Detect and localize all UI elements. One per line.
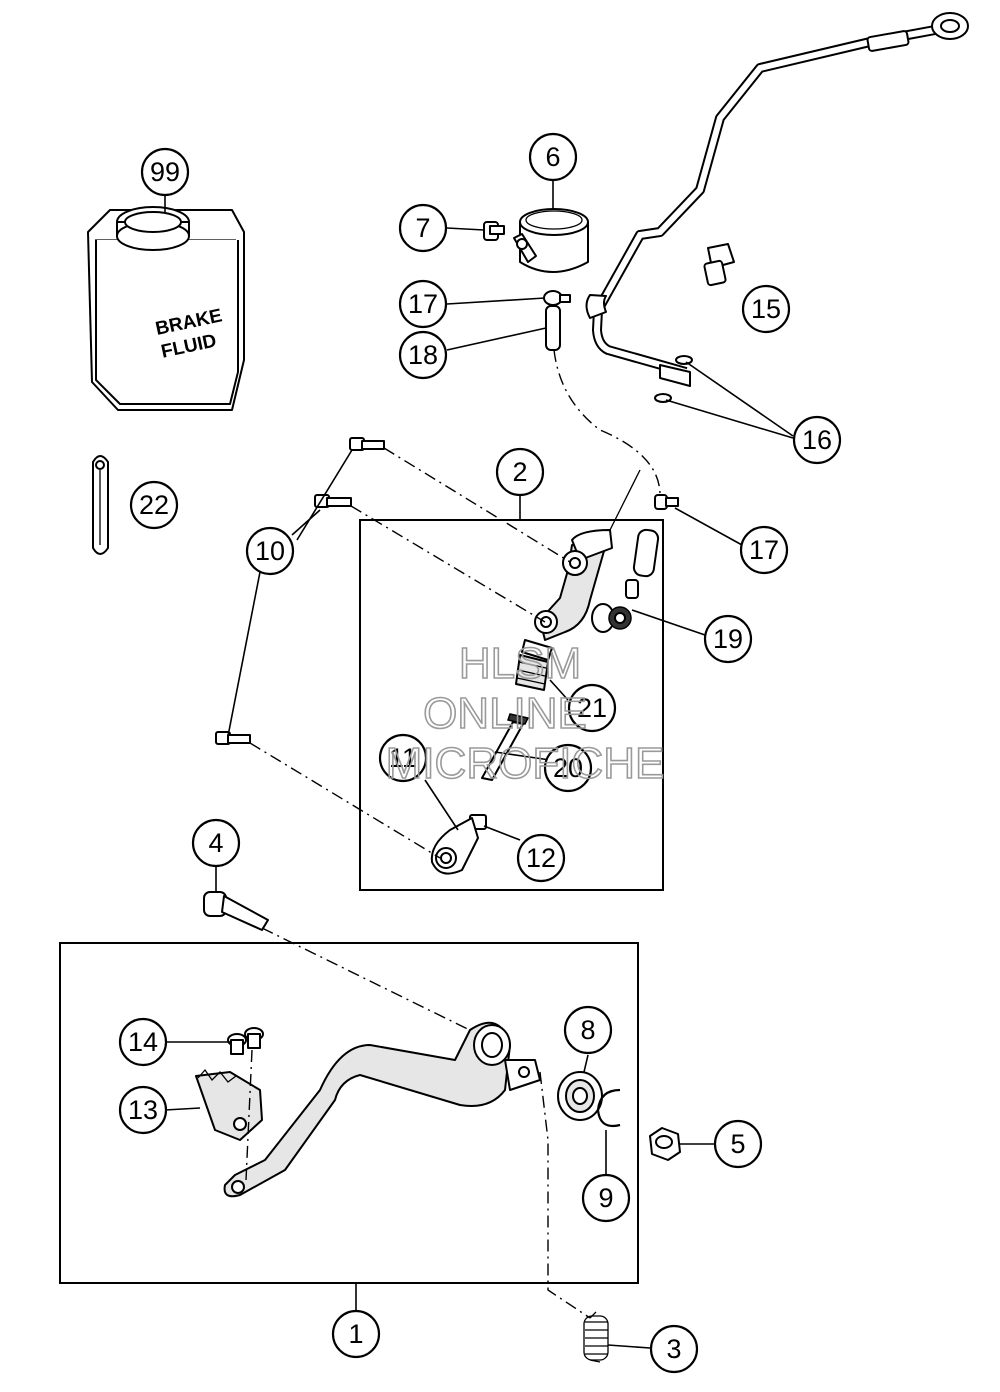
push-rod-20-part <box>481 713 530 781</box>
svg-text:4: 4 <box>208 828 223 858</box>
callout-2: 2 <box>495 447 545 497</box>
svg-text:13: 13 <box>128 1095 158 1125</box>
watermark-line-2: ONLINE <box>423 689 587 738</box>
svg-text:7: 7 <box>415 213 430 243</box>
callout-9: 9 <box>581 1173 631 1223</box>
callout-7: 7 <box>398 203 448 253</box>
hose-18-part <box>545 305 561 351</box>
svg-text:3: 3 <box>666 1334 681 1364</box>
circlip-9-part <box>596 1088 621 1128</box>
callout-14: 14 <box>118 1017 168 1067</box>
assembly-box-brake-pedal <box>59 942 639 1284</box>
bolt-axis-middle <box>350 505 546 623</box>
union-15-part <box>703 243 735 287</box>
svg-text:2: 2 <box>512 457 527 487</box>
clevis-11-part <box>430 817 479 875</box>
callout-15: 15 <box>741 284 791 334</box>
callout-11: 11 <box>378 733 428 783</box>
hose-clamp-lower-part <box>632 494 679 578</box>
svg-text:21: 21 <box>577 693 607 723</box>
watermark-line-1: HLSM <box>459 639 581 688</box>
callout-10: 10 <box>245 526 295 576</box>
svg-text:15: 15 <box>751 294 781 324</box>
leader-lines <box>164 180 794 1349</box>
brake-line-part <box>585 12 969 387</box>
watermark: HLSM ONLINE MICROFICHE <box>385 638 665 789</box>
svg-text:99: 99 <box>150 157 180 187</box>
bolts-10-part <box>215 437 385 745</box>
brake-pedal-part <box>223 1021 541 1198</box>
callout-17-top: 17 <box>398 279 448 329</box>
svg-text:14: 14 <box>128 1027 158 1057</box>
svg-text:5: 5 <box>730 1129 745 1159</box>
svg-text:16: 16 <box>802 425 832 455</box>
callout-17-lower: 17 <box>739 525 789 575</box>
boot-21-part <box>515 639 553 691</box>
callout-12: 12 <box>516 833 566 883</box>
callout-22: 22 <box>129 480 179 530</box>
hose-routing-line <box>553 349 661 496</box>
hose-clamp-top-part <box>543 290 571 306</box>
brake-fluid-can-part: BRAKE FLUID <box>87 206 245 411</box>
svg-text:18: 18 <box>408 340 438 370</box>
svg-text:12: 12 <box>526 843 556 873</box>
svg-text:19: 19 <box>713 624 743 654</box>
callout-18: 18 <box>398 330 448 380</box>
assembly-box-master-cylinder <box>359 519 664 891</box>
callout-5: 5 <box>713 1119 763 1169</box>
svg-text:17: 17 <box>749 535 779 565</box>
svg-text:6: 6 <box>545 142 560 172</box>
reservoir-part <box>513 208 589 273</box>
pivot-axis-line <box>261 927 491 1041</box>
svg-text:22: 22 <box>139 490 169 520</box>
callout-16: 16 <box>792 415 842 465</box>
svg-text:17: 17 <box>408 289 438 319</box>
callout-13: 13 <box>118 1085 168 1135</box>
cotter-pin-part <box>92 455 109 555</box>
watermark-line-3: MICROFICHE <box>386 739 665 788</box>
spring-3-part <box>583 1311 609 1363</box>
callout-8: 8 <box>563 1005 613 1055</box>
screw-7-part <box>483 221 505 241</box>
svg-text:9: 9 <box>598 1183 613 1213</box>
fitting-19-part <box>608 579 639 630</box>
nut-5-part <box>649 1127 681 1161</box>
svg-text:11: 11 <box>389 743 417 773</box>
master-cylinder-part <box>534 469 641 641</box>
screws-14-part <box>227 1027 264 1055</box>
bolt-axis-lower <box>249 742 441 859</box>
spring-routing-line <box>539 1071 591 1319</box>
callout-21: 21 <box>567 683 617 733</box>
pivot-bolt-4-part <box>203 891 269 931</box>
screw-axis-line <box>245 1049 253 1181</box>
callout-3: 3 <box>649 1324 699 1374</box>
step-13-part <box>195 1068 263 1141</box>
callout-20: 20 <box>543 743 593 793</box>
svg-text:1: 1 <box>348 1319 363 1349</box>
bearing-8-part <box>557 1071 603 1121</box>
svg-text:20: 20 <box>553 753 583 783</box>
callout-19: 19 <box>703 614 753 664</box>
svg-text:10: 10 <box>255 536 285 566</box>
callout-99: 99 <box>140 147 190 197</box>
svg-text:8: 8 <box>580 1015 595 1045</box>
callout-1: 1 <box>331 1309 381 1359</box>
callout-4: 4 <box>191 818 241 868</box>
callout-6: 6 <box>528 132 578 182</box>
